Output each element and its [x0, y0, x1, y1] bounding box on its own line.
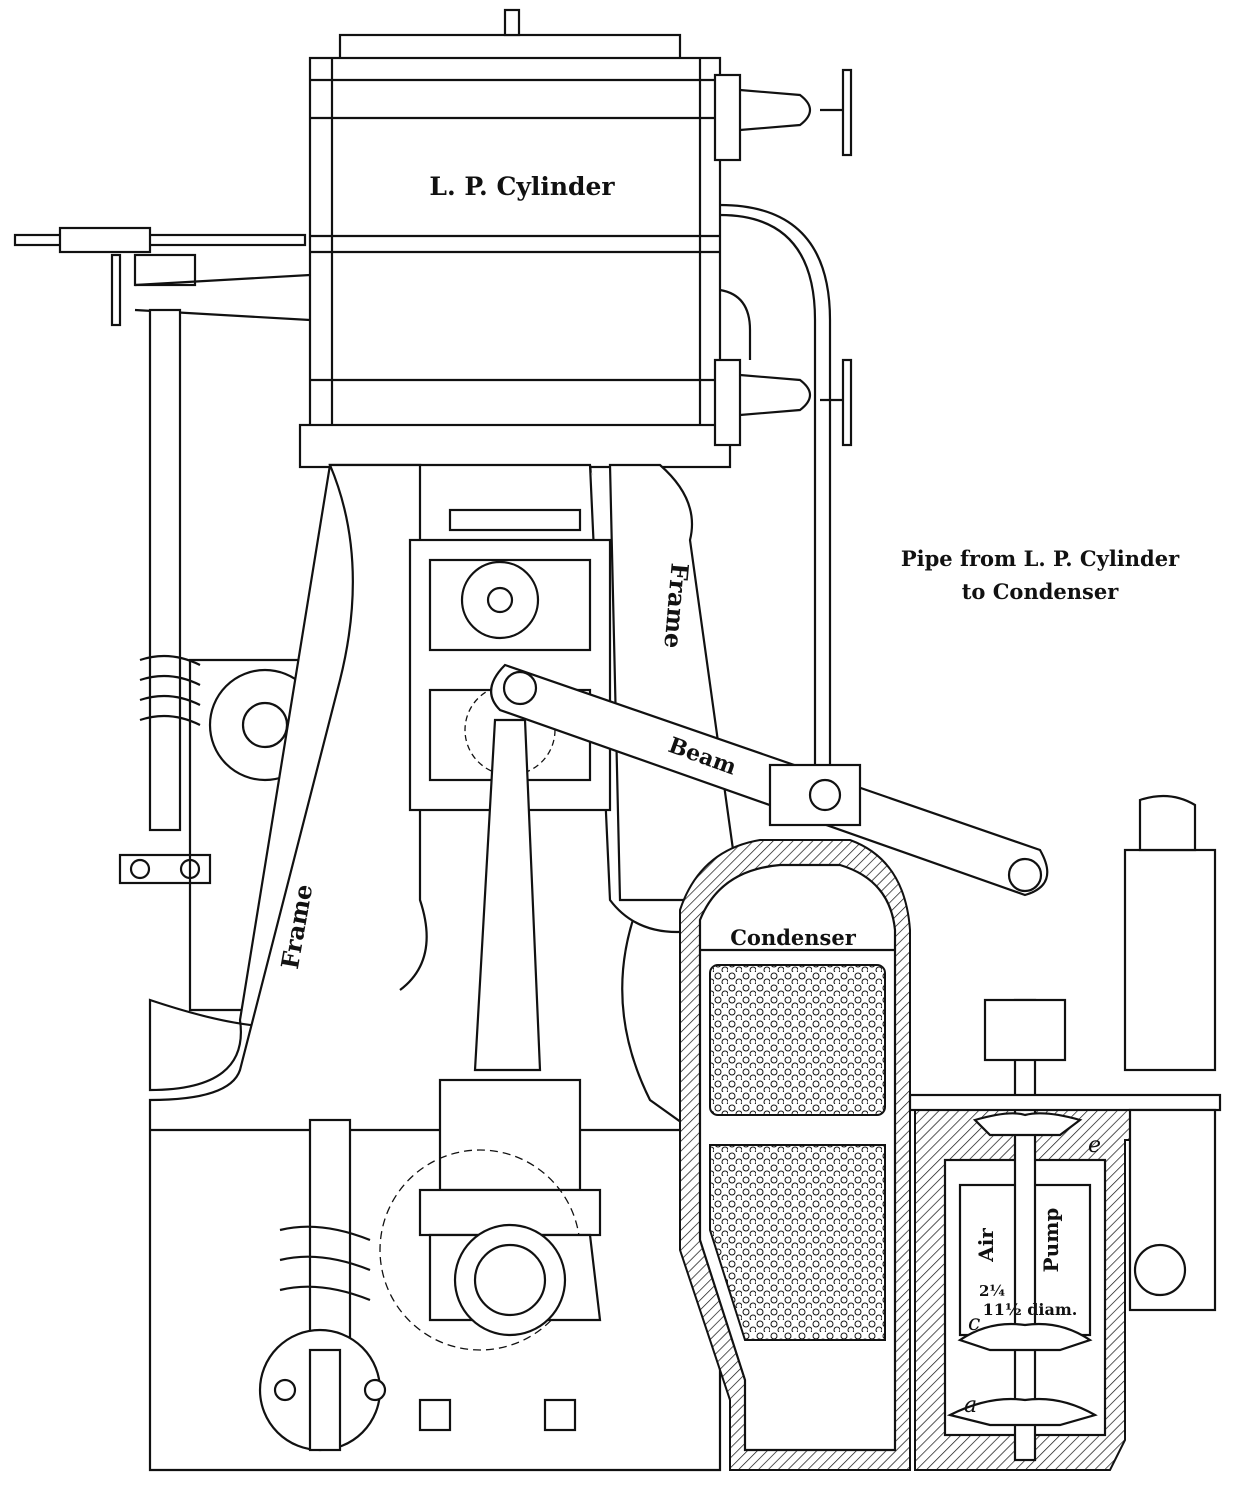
valve-handwheel-top: [713, 68, 853, 162]
label-pump: Pump: [1039, 1208, 1063, 1273]
auxiliary-cylinder: [908, 794, 1222, 1312]
lp-cylinder: [298, 8, 732, 469]
label-condenser: Condenser: [730, 925, 856, 950]
label-pipe-line1: Pipe from L. P. Cylinder: [901, 546, 1180, 571]
label-pipe-line2: to Condenser: [962, 579, 1120, 604]
label-valve-e: e: [1088, 1133, 1101, 1158]
crosshead-guides: [408, 508, 612, 812]
label-diam-dim: 11½ diam.: [983, 1300, 1078, 1319]
air-pump: [914, 998, 1141, 1471]
pipe-to-condenser: [719, 203, 832, 810]
valve-handwheel-bottom: [713, 358, 853, 447]
lower-gear: [258, 1118, 387, 1452]
label-valve-c: c: [968, 1311, 980, 1336]
connecting-rod: [473, 718, 542, 1072]
label-lp-cylinder: L. P. Cylinder: [429, 172, 615, 201]
label-valve-a: a: [964, 1393, 977, 1418]
beam: [490, 663, 1049, 897]
label-air: Air: [974, 1228, 998, 1263]
crank-bearing: [379, 1078, 602, 1432]
condenser: [679, 839, 911, 1471]
label-stroke-dim: 2¼: [979, 1282, 1005, 1300]
